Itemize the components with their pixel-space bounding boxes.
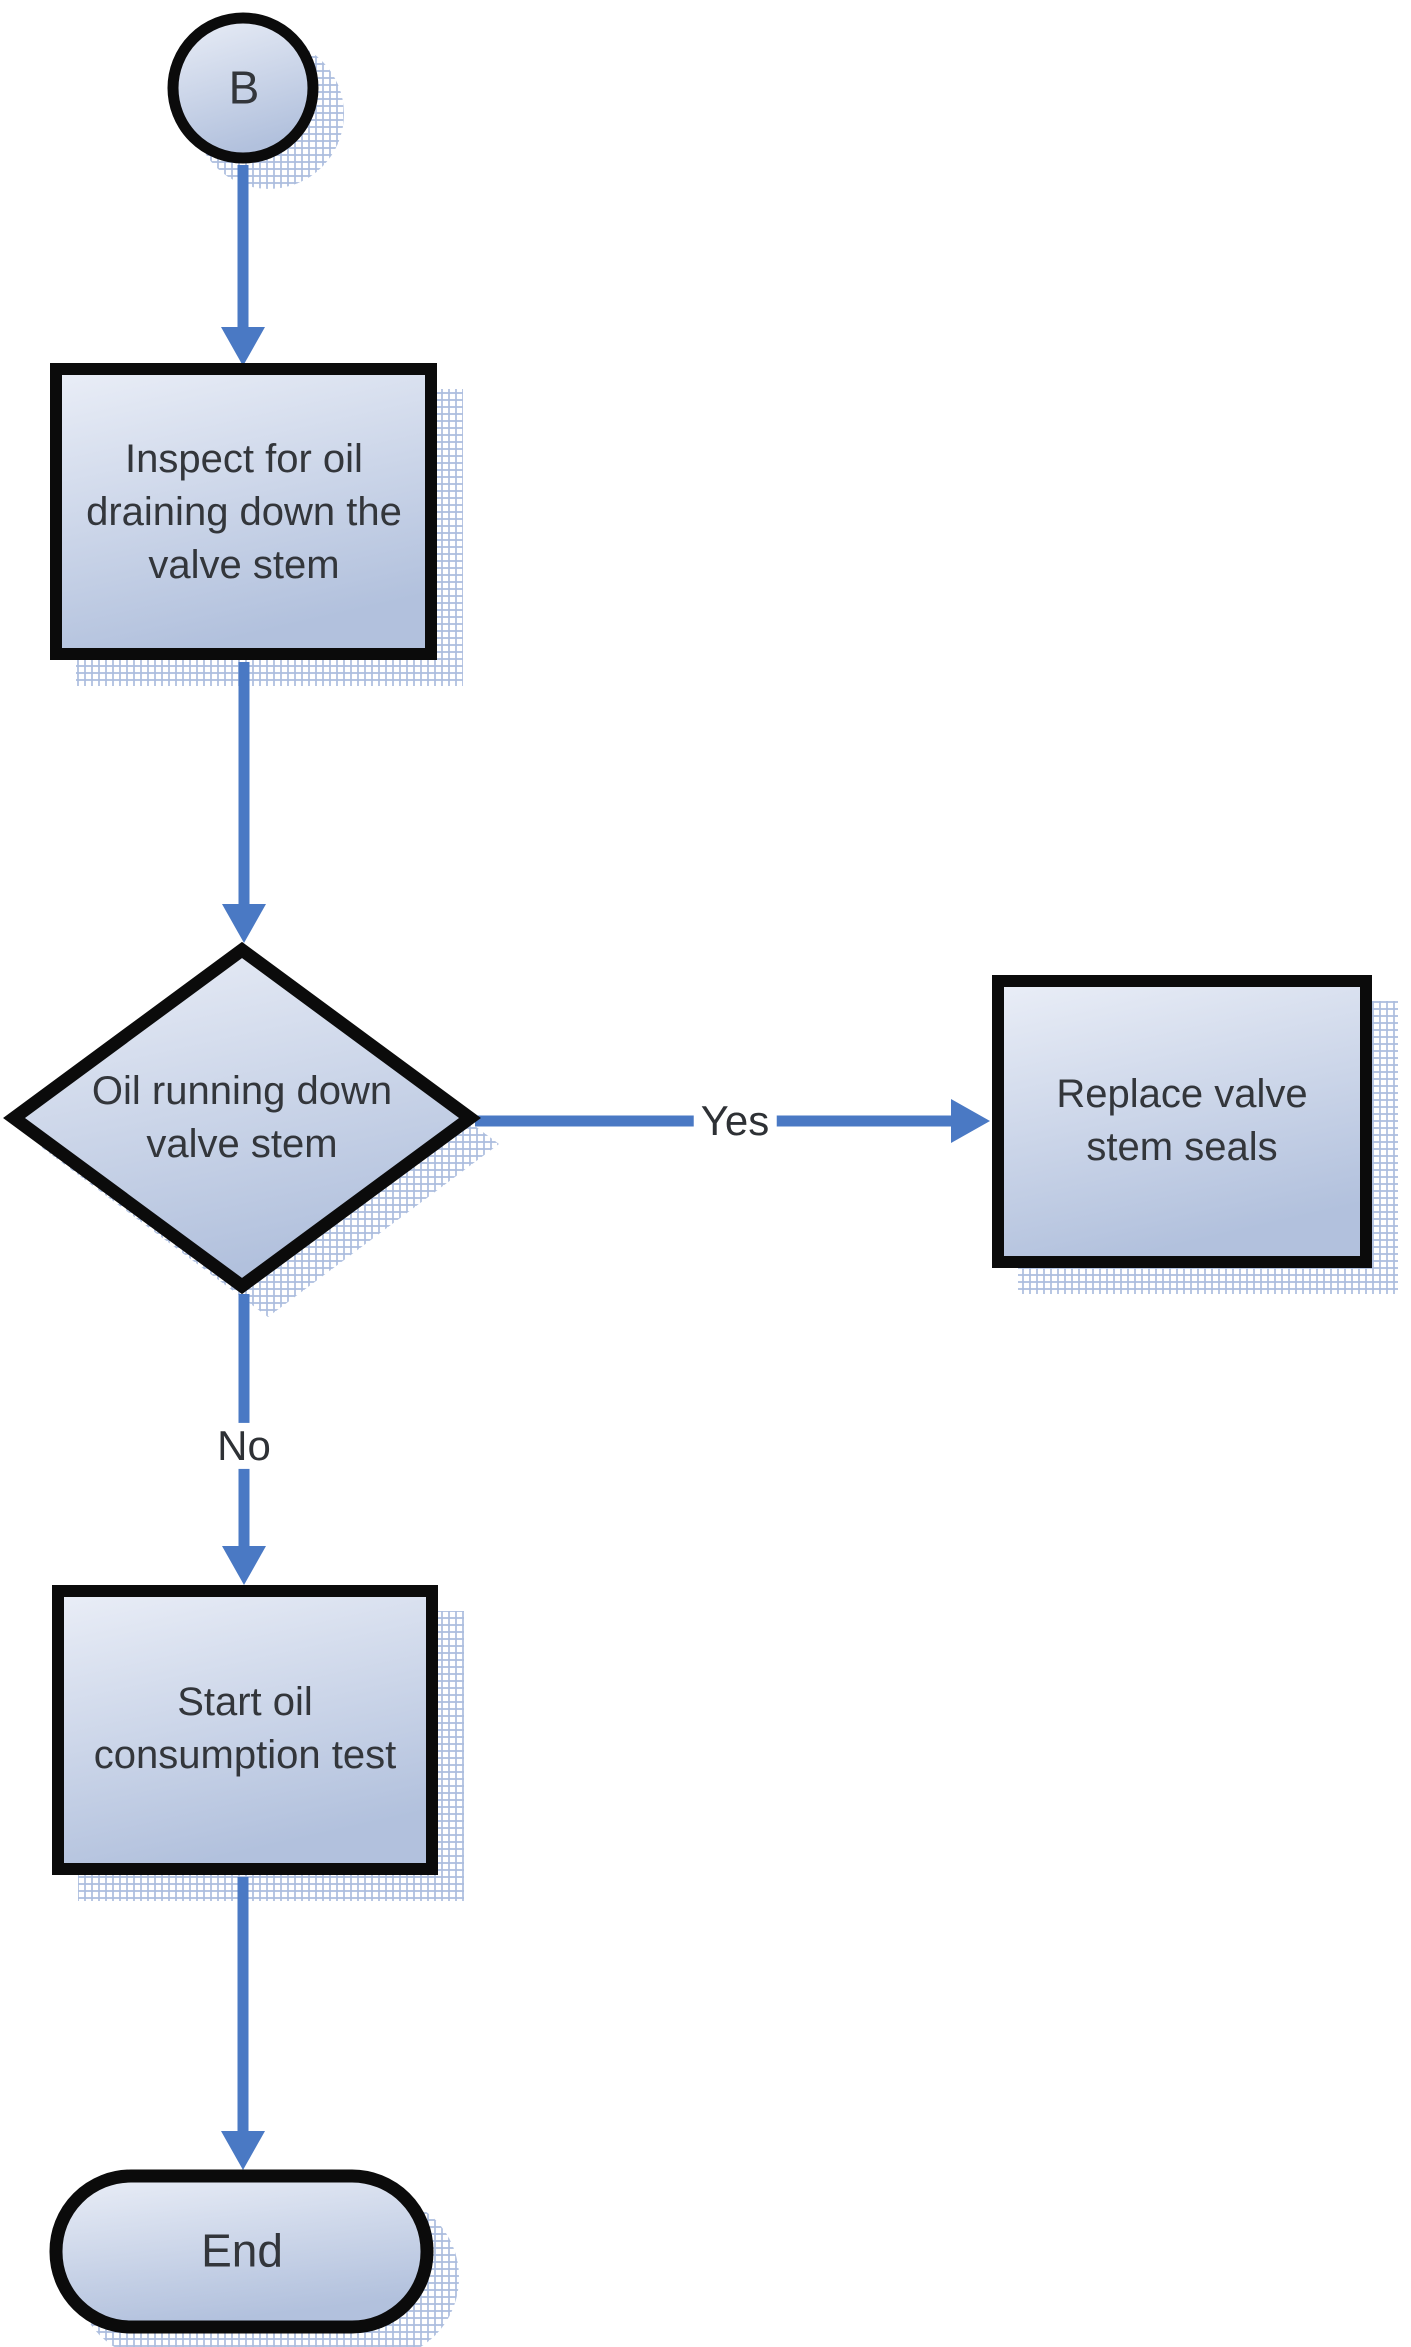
- arrowhead-decision-to-replace: [951, 1099, 990, 1143]
- arrowhead-b-to-inspect: [221, 327, 265, 366]
- connector-b-label: B: [228, 61, 260, 114]
- arrowhead-decision-to-start-test: [222, 1546, 266, 1585]
- edge-label-yes: Yes: [693, 1097, 777, 1145]
- arrowhead-inspect-to-decision: [222, 904, 266, 943]
- end-label: End: [201, 2224, 283, 2277]
- terminator-pill-end: [49, 2169, 434, 2334]
- oil-running-down-label: Oil running down valve stem: [91, 1069, 393, 1166]
- inspect-oil-label: Inspect for oil draining down the valve …: [86, 436, 402, 587]
- connector-circle-b: [167, 12, 319, 164]
- decision-diamond-oil-running: [3, 941, 481, 1295]
- flow-arrowheads: [221, 327, 990, 2170]
- flow-nodes: [3, 12, 1372, 2334]
- oil-consumption-label: Start oil consumption test: [93, 1680, 397, 1777]
- edge-label-no: No: [210, 1422, 278, 1470]
- process-box-start-test: [52, 1585, 438, 1875]
- arrowhead-start-test-to-end: [221, 2131, 265, 2170]
- process-box-replace-seals: [992, 975, 1372, 1268]
- process-box-inspect: [50, 363, 437, 660]
- replace-seals-label: Replace valve stem seals: [1056, 1072, 1308, 1169]
